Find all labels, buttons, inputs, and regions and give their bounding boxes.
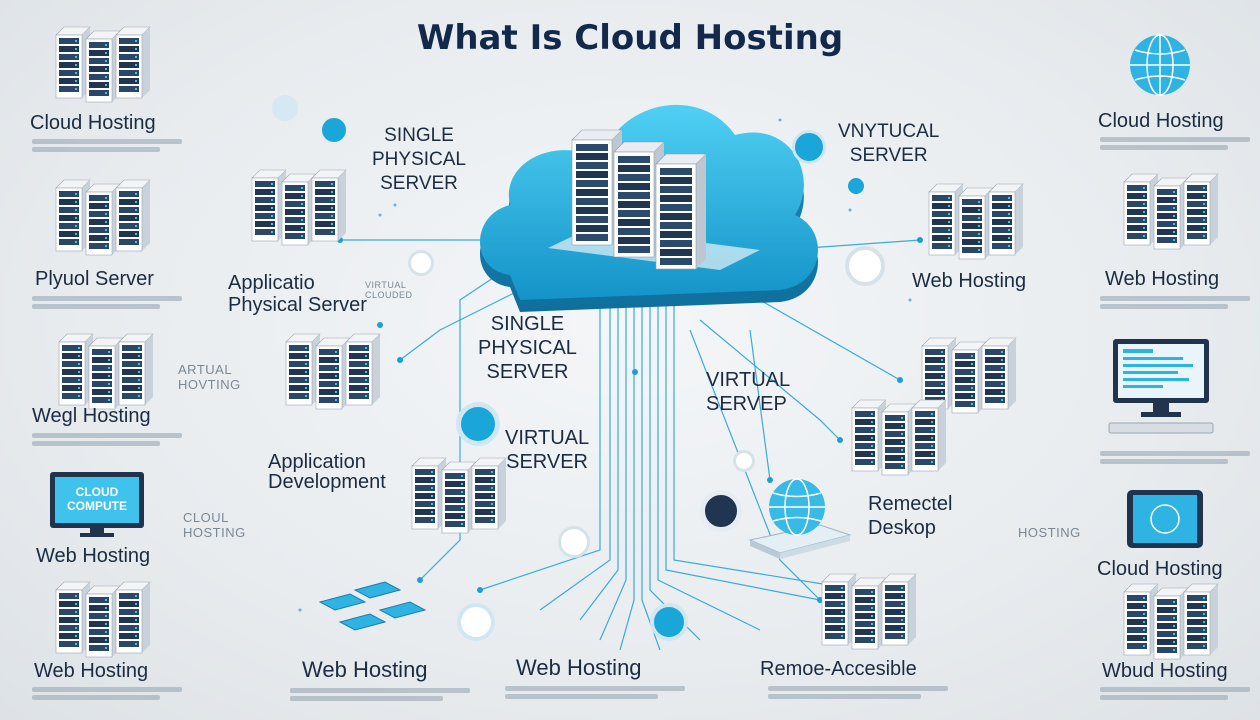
label-virtual-server-center: VIRTUAL SERVER bbox=[505, 427, 590, 473]
right-caption-3 bbox=[1100, 448, 1250, 467]
left-caption-3 bbox=[32, 430, 182, 449]
left-label-web-hosting-2: Web Hosting bbox=[34, 660, 149, 682]
server-rack-icon bbox=[918, 336, 1018, 421]
left-caption-2 bbox=[32, 293, 182, 312]
tablet-icon bbox=[1127, 490, 1203, 548]
left-label-physical-server: Plyuol Server bbox=[35, 268, 154, 290]
node-icon bbox=[733, 450, 755, 472]
left-caption-5 bbox=[32, 684, 182, 703]
label-single-physical-server-upper: SINGLE PHYSICAL SERVER bbox=[372, 125, 466, 194]
label-application-development: Application Development bbox=[268, 451, 386, 493]
left-label-wegl-hosting: Wegl Hosting bbox=[32, 405, 151, 427]
right-label-cloud-hosting-2: Cloud Hosting bbox=[1097, 558, 1223, 580]
label-remote-accessible: Remoe-Accesible bbox=[760, 658, 917, 680]
server-rack-icon bbox=[248, 168, 348, 253]
server-rack-icon bbox=[52, 178, 152, 263]
node-icon bbox=[322, 118, 346, 142]
bottom-caption-2 bbox=[505, 683, 685, 702]
label-vnytucal-server: VNYTUCAL SERVER bbox=[838, 121, 940, 166]
page-title: What Is Cloud Hosting bbox=[416, 18, 844, 58]
node-icon bbox=[700, 490, 742, 532]
right-caption-2 bbox=[1100, 293, 1250, 312]
server-rack-icon bbox=[55, 332, 155, 417]
left-caption-1 bbox=[32, 136, 182, 155]
left-label-cloud-hosting: Cloud Hosting bbox=[30, 112, 156, 134]
node-icon bbox=[558, 526, 590, 558]
cloud-tiles-icon bbox=[318, 581, 427, 631]
server-rack-icon bbox=[1120, 582, 1220, 667]
server-rack-icon bbox=[1120, 172, 1220, 257]
server-rack-icon bbox=[282, 332, 382, 417]
label-hosting-faint: HOSTING bbox=[1018, 525, 1081, 540]
globe-icon bbox=[1130, 34, 1190, 96]
label-web-hosting-bottom-left: Web Hosting bbox=[302, 657, 428, 682]
left-label-web-hosting-1: Web Hosting bbox=[36, 545, 151, 567]
node-icon bbox=[457, 603, 495, 641]
node-icon bbox=[845, 246, 885, 286]
node-icon bbox=[650, 603, 688, 641]
server-rack-icon bbox=[52, 580, 152, 665]
right-caption-4 bbox=[1100, 684, 1250, 703]
label-applic-physical-server: Applicatio Physical Server bbox=[228, 272, 367, 316]
main-cloud bbox=[480, 104, 818, 312]
right-label-cloud-hosting-1: Cloud Hosting bbox=[1098, 110, 1224, 132]
node-icon bbox=[408, 250, 434, 276]
node-icon bbox=[848, 178, 864, 194]
desktop-computer-icon bbox=[1108, 339, 1214, 434]
label-virtual-clouded-faint: VIRTUAL CLOUDED bbox=[365, 280, 413, 300]
label-cloud-hosting-faint: CLOUL HOSTING bbox=[183, 510, 246, 540]
server-rack-icon bbox=[848, 398, 948, 483]
node-icon bbox=[792, 130, 826, 164]
label-virtual-servep: VIRTUAL SERVEP bbox=[706, 369, 791, 415]
label-web-hosting-inner-right: Web Hosting bbox=[912, 270, 1027, 292]
bottom-caption-1 bbox=[290, 685, 470, 704]
label-remectel-deskop: Remectel Deskop bbox=[868, 493, 953, 539]
right-caption-1 bbox=[1100, 134, 1250, 153]
bottom-caption-3 bbox=[768, 683, 948, 702]
node-icon bbox=[456, 402, 500, 446]
globe-platform-icon bbox=[748, 478, 852, 559]
server-rack-icon bbox=[925, 182, 1025, 267]
server-rack-icon bbox=[52, 25, 152, 110]
node-icon bbox=[272, 95, 298, 121]
right-label-web-hosting: Web Hosting bbox=[1105, 268, 1220, 290]
label-single-physical-server-center: SINGLE PHYSICAL SERVER bbox=[478, 313, 577, 383]
right-label-wbud-hosting: Wbud Hosting bbox=[1102, 660, 1228, 682]
server-rack-icon bbox=[408, 456, 508, 541]
label-web-hosting-bottom-center: Web Hosting bbox=[516, 655, 642, 680]
server-rack-icon bbox=[818, 572, 918, 657]
label-virtual-hosting-faint: ARTUAL HOVTING bbox=[178, 362, 241, 392]
